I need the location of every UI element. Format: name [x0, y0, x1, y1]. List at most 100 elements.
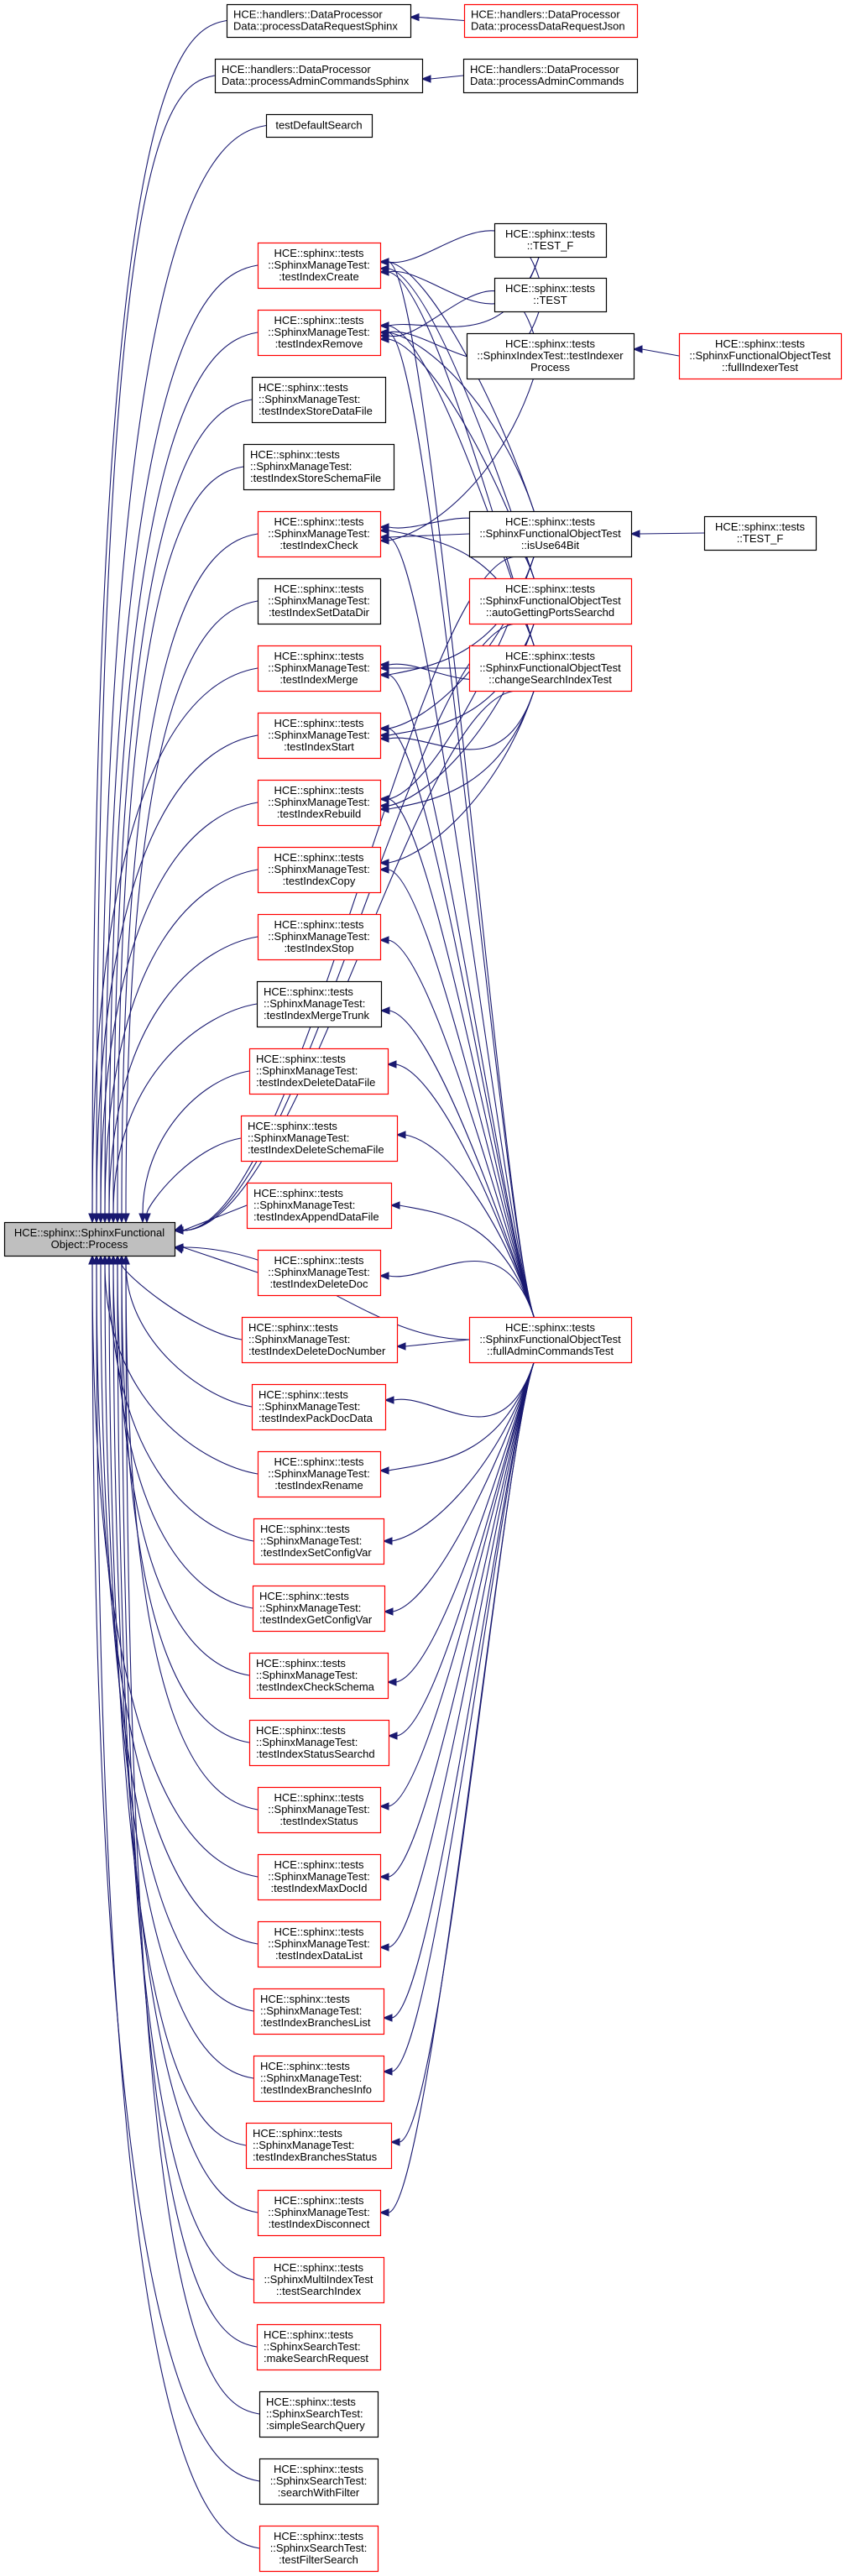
node-testIndexDataList[interactable]: HCE::sphinx::tests::SphinxManageTest::te… [257, 1920, 382, 1968]
node-box [258, 2391, 379, 2438]
node-label-line: HCE::sphinx::tests [505, 337, 595, 350]
edge-testIndexMergeTrunk-to-root [109, 1003, 258, 1224]
node-label-line: :testIndexRebuild [277, 807, 361, 820]
edges-layer [88, 13, 705, 2549]
node-TEST_F_a[interactable]: HCE::sphinx::tests::TEST_F [494, 222, 608, 259]
node-label-line: :testIndexPackDocData [258, 1412, 373, 1424]
node-label-line: :testIndexBranchesStatus [253, 2150, 378, 2163]
node-box [256, 980, 383, 1028]
node-isUse64Bit[interactable]: HCE::sphinx::tests::SphinxFunctionalObje… [468, 510, 633, 558]
node-TEST_a[interactable]: HCE::sphinx::tests::TEST [494, 277, 608, 313]
node-label-line: :searchWithFilter [278, 2486, 360, 2499]
node-testIndexMerge[interactable]: HCE::sphinx::tests::SphinxManageTest::te… [257, 645, 382, 692]
node-testIndexRemove[interactable]: HCE::sphinx::tests::SphinxManageTest::te… [257, 309, 382, 357]
node-testIndexCreate[interactable]: HCE::sphinx::tests::SphinxManageTest::te… [257, 242, 382, 290]
node-testIndexRebuild[interactable]: HCE::sphinx::tests::SphinxManageTest::te… [257, 779, 382, 827]
node-testFilterSearch[interactable]: HCE::sphinx::tests::SphinxSearchTest::te… [258, 2525, 379, 2573]
node-box [253, 1988, 385, 2035]
node-simpleSearchQuery[interactable]: HCE::sphinx::tests::SphinxSearchTest::si… [258, 2391, 379, 2438]
node-testIndexDeleteSchemaFile[interactable]: HCE::sphinx::tests::SphinxManageTest::te… [240, 1115, 399, 1163]
node-testIndexAppendDataFile[interactable]: HCE::sphinx::tests::SphinxManageTest::te… [246, 1182, 393, 1230]
node-testIndexRename[interactable]: HCE::sphinx::tests::SphinxManageTest::te… [257, 1450, 382, 1498]
node-testIndexGetConfigVar[interactable]: HCE::sphinx::tests::SphinxManageTest::te… [252, 1585, 386, 1633]
arrowhead-icon [379, 526, 389, 535]
node-processDataRequestJson[interactable]: HCE::handlers::DataProcessorData::proces… [463, 3, 639, 39]
node-testIndexStoreSchemaFile[interactable]: HCE::sphinx::tests::SphinxManageTest::te… [243, 443, 395, 491]
node-label-line: HCE::sphinx::tests [274, 1254, 364, 1267]
node-label-line: ::SphinxIndexTest::testIndexer [477, 349, 624, 362]
node-label-line: HCE::sphinx::tests [274, 2261, 363, 2274]
node-label-line: :simpleSearchQuery [266, 2419, 365, 2432]
arrowhead-icon [379, 1272, 389, 1280]
edge-testIndexSetDataDir-to-root [122, 600, 258, 1224]
node-testIndexStoreDataFile[interactable]: HCE::sphinx::tests::SphinxManageTest::te… [251, 376, 387, 424]
node-label-line: ::SphinxManageTest: [268, 796, 369, 808]
node-label-line: HCE::sphinx::tests [258, 381, 348, 394]
node-label-line: ::SphinxManageTest: [260, 2004, 362, 2017]
node-testIndexCopy[interactable]: HCE::sphinx::tests::SphinxManageTest::te… [257, 846, 382, 894]
node-testIndexMergeTrunk[interactable]: HCE::sphinx::tests::SphinxManageTest::te… [256, 980, 383, 1028]
node-testIndexBranchesStatus[interactable]: HCE::sphinx::tests::SphinxManageTest::te… [245, 2122, 393, 2170]
node-testIndexStart[interactable]: HCE::sphinx::tests::SphinxManageTest::te… [257, 712, 382, 760]
node-TEST_F_b[interactable]: HCE::sphinx::tests::TEST_F [703, 515, 817, 551]
node-box [462, 58, 639, 94]
node-testIndexStatusSearchd[interactable]: HCE::sphinx::tests::SphinxManageTest::te… [248, 1719, 390, 1767]
arrowhead-icon [173, 1226, 184, 1235]
node-fullAdminCommandsTest[interactable]: HCE::sphinx::tests::SphinxFunctionalObje… [468, 1316, 633, 1364]
node-label-line: HCE::sphinx::tests [274, 784, 364, 797]
node-testIndexSetConfigVar[interactable]: HCE::sphinx::tests::SphinxManageTest::te… [253, 1518, 385, 1565]
node-label-line: ::SphinxSearchTest: [264, 2340, 361, 2353]
node-box [257, 1853, 382, 1901]
node-testIndexPackDocData[interactable]: HCE::sphinx::tests::SphinxManageTest::te… [251, 1383, 387, 1431]
edge-testIndexDisconnect-to-root [109, 1254, 258, 2213]
node-testIndexCheck[interactable]: HCE::sphinx::tests::SphinxManageTest::te… [257, 510, 382, 558]
arrowhead-icon [173, 1243, 184, 1251]
node-box [468, 577, 633, 625]
node-label-line: ::SphinxManageTest: [268, 1937, 369, 1950]
node-testIndexDeleteDataFile[interactable]: HCE::sphinx::tests::SphinxManageTest::te… [248, 1048, 389, 1095]
node-processAdminCommandsSphinx[interactable]: HCE::handlers::DataProcessorData::proces… [214, 58, 424, 94]
node-label-line: ::SphinxManageTest: [268, 326, 369, 338]
node-box [214, 58, 424, 94]
node-label-line: ::SphinxManageTest: [268, 259, 369, 271]
arrowhead-icon [387, 1732, 398, 1740]
node-testIndexBranchesList[interactable]: HCE::sphinx::tests::SphinxManageTest::te… [253, 1988, 385, 2035]
node-processAdminCommands[interactable]: HCE::handlers::DataProcessorData::proces… [462, 58, 639, 94]
node-processDataRequestSphinx[interactable]: HCE::handlers::DataProcessorData::proces… [226, 3, 412, 39]
node-label-line: HCE::sphinx::tests [715, 520, 805, 533]
node-autoGettingPortsSearchd[interactable]: HCE::sphinx::tests::SphinxFunctionalObje… [468, 577, 633, 625]
node-label-line: HCE::sphinx::tests [505, 650, 595, 662]
node-makeSearchRequest[interactable]: HCE::sphinx::tests::SphinxSearchTest::ma… [256, 2323, 382, 2371]
node-box [258, 2458, 379, 2505]
edge-fullAdminCommandsTest-to-testIndexCheck [379, 533, 535, 1318]
arrowhead-icon [379, 724, 389, 733]
node-testIndexSetDataDir[interactable]: HCE::sphinx::tests::SphinxManageTest::te… [257, 577, 382, 625]
node-searchWithFilter[interactable]: HCE::sphinx::tests::SphinxSearchTest::se… [258, 2458, 379, 2505]
node-changeSearchIndexTest[interactable]: HCE::sphinx::tests::SphinxFunctionalObje… [468, 645, 633, 692]
node-testIndexStop[interactable]: HCE::sphinx::tests::SphinxManageTest::te… [257, 913, 382, 961]
node-testSearchIndex[interactable]: HCE::sphinx::tests::SphinxMultiIndexTest… [253, 2256, 385, 2304]
node-testIndexerProcess[interactable]: HCE::sphinx::tests::SphinxIndexTest::tes… [466, 332, 635, 380]
node-label-line: ::SphinxManageTest: [268, 661, 369, 674]
node-testIndexCheckSchema[interactable]: HCE::sphinx::tests::SphinxManageTest::te… [248, 1652, 389, 1700]
node-testIndexMaxDocId[interactable]: HCE::sphinx::tests::SphinxManageTest::te… [257, 1853, 382, 1901]
edge-changeSearchIndexTest-to-testIndexRebuild [379, 690, 535, 813]
node-fullIndexerTest[interactable]: HCE::sphinx::tests::SphinxFunctionalObje… [678, 332, 843, 380]
edge-fullIndexerTest-to-testIndexerProcess [632, 345, 680, 357]
edge-fullAdminCommandsTest-to-testIndexDeleteDoc [379, 1260, 535, 1318]
node-label-line: ::SphinxManageTest: [248, 1333, 350, 1345]
node-label-line: :testIndexRename [274, 1479, 363, 1492]
node-label-line: :testIndexStoreDataFile [258, 405, 373, 417]
node-testDefaultSearch[interactable]: testDefaultSearch [265, 113, 373, 138]
node-testIndexDeleteDocNumber[interactable]: HCE::sphinx::tests::SphinxManageTest::te… [241, 1316, 399, 1364]
node-box [248, 1719, 390, 1767]
node-testIndexDeleteDoc[interactable]: HCE::sphinx::tests::SphinxManageTest::te… [257, 1249, 382, 1297]
node-testIndexStatus[interactable]: HCE::sphinx::tests::SphinxManageTest::te… [257, 1786, 382, 1834]
edge-testIndexGetConfigVar-to-root [109, 1254, 253, 1609]
node-testIndexBranchesInfo[interactable]: HCE::sphinx::tests::SphinxManageTest::te… [253, 2055, 385, 2103]
node-label-line: HCE::sphinx::tests [256, 1724, 346, 1737]
arrowhead-icon [629, 530, 640, 538]
node-label-line: ::SphinxFunctionalObjectTest [479, 661, 621, 674]
node-box [257, 1450, 382, 1498]
node-testIndexDisconnect[interactable]: HCE::sphinx::tests::SphinxManageTest::te… [257, 2189, 382, 2237]
